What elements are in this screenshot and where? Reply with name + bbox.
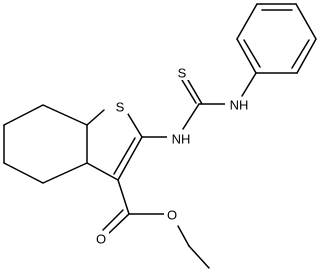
thiophene-ring bbox=[86, 109, 143, 181]
bond bbox=[42, 104, 88, 126]
atom-label-s-thiocarbonyl: S bbox=[178, 66, 187, 81]
bond bbox=[243, 39, 261, 68]
bond bbox=[127, 113, 143, 138]
bond bbox=[3, 104, 44, 126]
atom-label-nh-thiophene: NH bbox=[172, 132, 191, 147]
bond bbox=[86, 162, 119, 181]
atom-label-o-ester: O bbox=[167, 208, 177, 223]
bond bbox=[177, 225, 190, 247]
bond bbox=[86, 109, 105, 126]
bond bbox=[188, 245, 210, 269]
atom-label-nh-phenyl: NH bbox=[230, 98, 249, 113]
bond bbox=[42, 162, 88, 184]
bond bbox=[295, 3, 317, 40]
atom-labels: S NH S NH O O bbox=[93, 66, 253, 247]
bond bbox=[241, 72, 257, 97]
bond bbox=[117, 179, 130, 215]
bond bbox=[3, 162, 44, 184]
ethyl-ester bbox=[102, 179, 210, 269]
bond bbox=[117, 136, 143, 181]
atom-label-o-carbonyl: O bbox=[96, 232, 106, 247]
phenyl-ring bbox=[236, 3, 317, 74]
atom-label-s-thiophene: S bbox=[116, 100, 125, 115]
bond bbox=[187, 79, 203, 105]
thiourea-linker bbox=[141, 72, 257, 138]
bond bbox=[181, 79, 197, 104]
cyclohexene-ring bbox=[3, 104, 88, 184]
bond bbox=[291, 39, 310, 69]
bond bbox=[102, 209, 124, 231]
bond bbox=[296, 38, 317, 74]
bond bbox=[106, 213, 130, 236]
bond bbox=[182, 103, 200, 130]
bond bbox=[236, 3, 258, 40]
bond bbox=[113, 137, 136, 175]
bond bbox=[236, 38, 257, 74]
